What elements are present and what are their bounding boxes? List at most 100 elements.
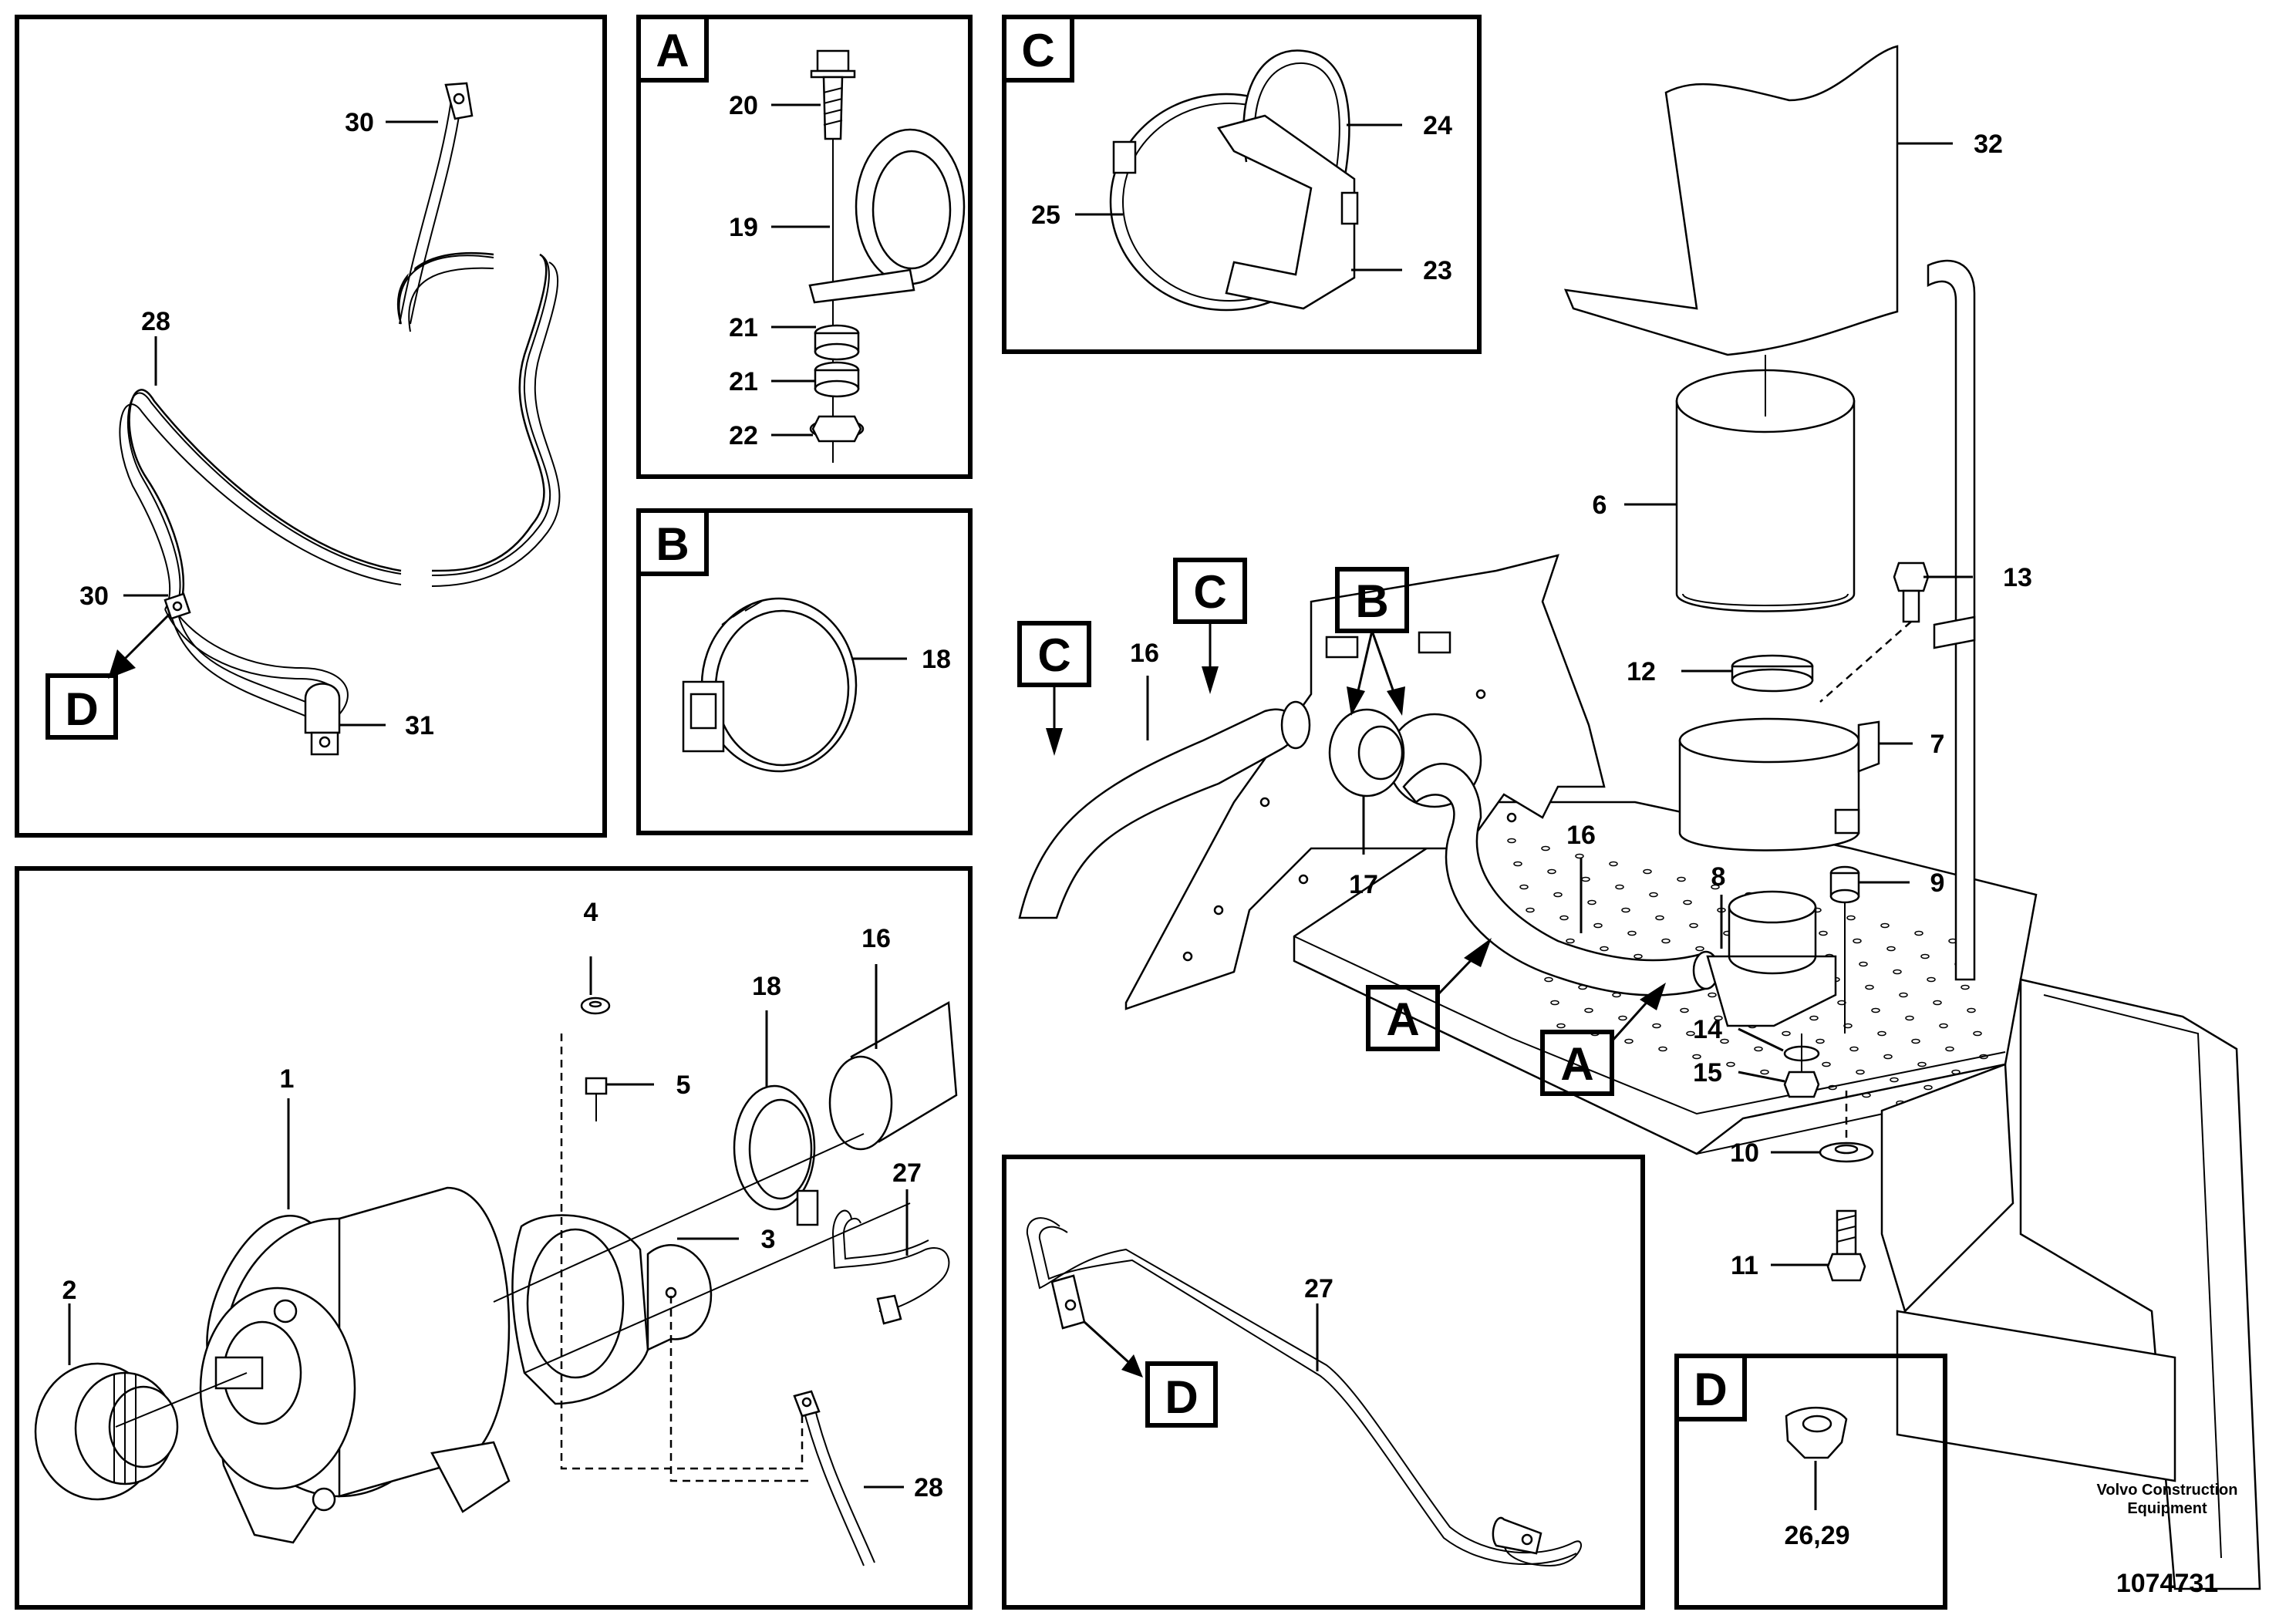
panel-b-title: B xyxy=(656,518,689,570)
perforation-hole xyxy=(1816,1038,1825,1044)
callout-23: 23 xyxy=(1423,256,1452,285)
panel-frame xyxy=(15,15,607,838)
perforation-hole xyxy=(1828,1084,1837,1091)
callout-19: 19 xyxy=(729,213,758,242)
perforation-hole xyxy=(1627,930,1637,936)
perforation-hole xyxy=(1695,946,1704,952)
perforation-hole xyxy=(1544,976,1553,983)
perforation-hole xyxy=(1609,861,1618,867)
perforation-hole xyxy=(1939,1023,1948,1029)
callout-28: 28 xyxy=(141,307,170,336)
perforation-hole xyxy=(1686,1030,1695,1037)
perforation-hole xyxy=(1782,1030,1791,1037)
view-a-marker-1: A xyxy=(1366,938,1492,1051)
perforation-hole xyxy=(1973,1030,1982,1037)
callout-30-top: 30 xyxy=(345,108,374,137)
perforation-hole xyxy=(1677,876,1686,882)
callout-7: 7 xyxy=(1930,730,1945,759)
perforation-hole xyxy=(1961,984,1970,990)
perforation-hole xyxy=(1877,1030,1886,1037)
view-c-marker-2: C xyxy=(1173,558,1247,694)
perforation-hole xyxy=(1886,946,1896,952)
panel-alternator: 4 5 18 16 1 27 3 2 28 xyxy=(15,866,973,1610)
callout-32: 32 xyxy=(1974,130,2003,159)
cable-28-alt xyxy=(793,1390,875,1566)
panel-c-title: C xyxy=(1021,25,1054,76)
perforation-hole xyxy=(1822,1061,1831,1067)
perforation-hole xyxy=(1920,953,1930,959)
perforation-hole xyxy=(1547,868,1556,875)
callout-24: 24 xyxy=(1423,111,1452,140)
hose-16-upper xyxy=(1018,700,1311,919)
panel-cable-28: D 30 28 30 31 xyxy=(15,15,607,838)
perforation-hole xyxy=(1859,961,1868,967)
view-b-letter: B xyxy=(1355,575,1388,627)
alternator-1 xyxy=(115,1186,511,1544)
perforation-hole xyxy=(1711,884,1720,890)
perforation-hole xyxy=(1683,899,1692,905)
perforation-hole xyxy=(1945,1046,1954,1052)
callout-16-lower: 16 xyxy=(1566,821,1596,850)
panel-a-title: A xyxy=(656,25,689,76)
pulley-2 xyxy=(34,1362,179,1501)
callout-12: 12 xyxy=(1627,657,1656,686)
callout-13: 13 xyxy=(2003,563,2032,592)
perforation-hole xyxy=(1726,1061,1735,1067)
perforation-hole xyxy=(1979,1054,1988,1060)
perforation-hole xyxy=(1893,969,1902,975)
flange-17 xyxy=(1328,708,1405,798)
perforation-hole xyxy=(1754,1046,1763,1052)
housing-7 xyxy=(1678,717,1880,851)
perforation-hole xyxy=(1658,1046,1667,1052)
perforation-hole xyxy=(1575,853,1584,859)
panel-B: B 18 xyxy=(636,508,973,835)
spacer-21-b xyxy=(814,361,860,398)
panel-A: A 20 19 xyxy=(636,15,973,479)
perforation-hole xyxy=(1526,907,1535,913)
callout-5: 5 xyxy=(676,1071,691,1100)
panel-D: D 26,29 xyxy=(1674,1354,1947,1610)
perforation-hole xyxy=(1692,1054,1701,1060)
callout-3: 3 xyxy=(761,1225,776,1254)
hose-16-lower xyxy=(1402,763,1720,996)
perforation-hole xyxy=(1680,1007,1689,1013)
view-a-marker-2: A xyxy=(1540,983,1666,1096)
perforation-hole xyxy=(1899,992,1908,998)
panel-b-title-box xyxy=(636,508,709,576)
perforation-hole xyxy=(1809,1015,1819,1021)
callout-2: 2 xyxy=(62,1276,77,1305)
support-frame xyxy=(1880,259,2261,1590)
panel-d-title: D xyxy=(1694,1364,1727,1415)
perforation-hole xyxy=(1933,1000,1942,1006)
clamp-31 xyxy=(304,683,341,756)
perforation-hole xyxy=(1507,838,1516,844)
perforation-hole xyxy=(1553,892,1563,898)
document-number: 1074731 xyxy=(2116,1569,2218,1598)
bolt-13 xyxy=(1893,561,1930,623)
view-d-label-2 xyxy=(1145,1361,1218,1428)
callout-28-alt: 28 xyxy=(914,1473,943,1502)
callout-16-upper: 16 xyxy=(1130,639,1159,668)
panel-frame xyxy=(636,508,973,835)
perforation-hole xyxy=(1967,1007,1976,1013)
view-c-letter-1: C xyxy=(1037,629,1070,681)
callout-14: 14 xyxy=(1693,1015,1722,1044)
bolt-11 xyxy=(1826,1209,1866,1282)
view-c-marker-1: C xyxy=(1017,621,1091,756)
callout-9: 9 xyxy=(1930,868,1945,898)
perforation-hole xyxy=(1519,884,1529,890)
footer: Volvo Construction Equipment 1074731 xyxy=(2097,1482,2238,1598)
callout-8: 8 xyxy=(1711,862,1726,892)
perforation-hole xyxy=(1550,1000,1559,1006)
perforation-hole xyxy=(1615,884,1624,890)
callout-4: 4 xyxy=(584,898,598,927)
perforation-hole xyxy=(1914,930,1923,936)
view-d-label xyxy=(46,673,118,740)
callout-20: 20 xyxy=(729,91,758,120)
perforation-hole xyxy=(1819,930,1828,936)
hose-clamp-18-alt xyxy=(733,1084,819,1226)
view-d-letter: D xyxy=(65,683,98,735)
perforation-hole xyxy=(1559,915,1569,921)
callout-26-29: 26,29 xyxy=(1784,1521,1849,1550)
perforation-hole xyxy=(1849,1046,1859,1052)
